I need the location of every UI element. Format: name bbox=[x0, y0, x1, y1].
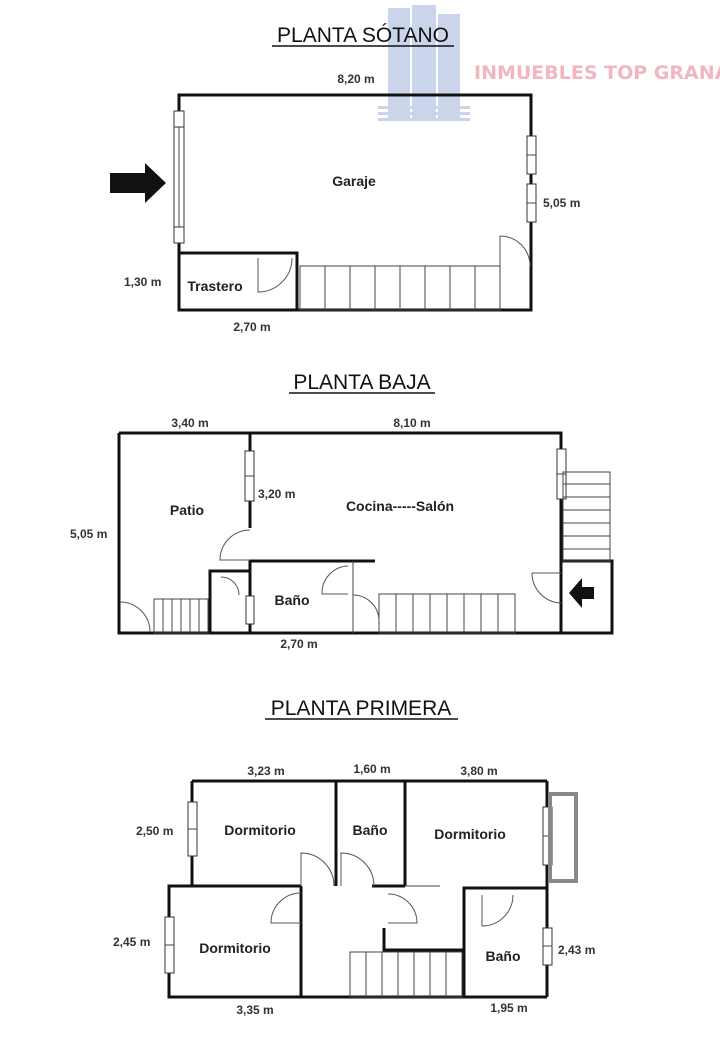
primera-title: PLANTA PRIMERA bbox=[271, 697, 452, 720]
dim-primera-bottom-a: 3,35 m bbox=[236, 1003, 273, 1017]
trastero-wall bbox=[179, 251, 299, 310]
room-bano-2: Baño bbox=[486, 948, 521, 964]
primera-dorm3-door bbox=[270, 892, 302, 924]
dim-primera-top-c: 3,80 m bbox=[460, 764, 497, 778]
room-bano-baja: Baño bbox=[275, 592, 310, 608]
room-dormitorio-2: Dormitorio bbox=[434, 826, 506, 842]
baja-plan bbox=[117, 431, 614, 635]
sotano-title: PLANTA SÓTANO bbox=[277, 24, 449, 47]
sotano-stair-door bbox=[499, 235, 531, 267]
dim-sotano-bottom: 2,70 m bbox=[233, 320, 270, 334]
dim-baja-bottom: 2,70 m bbox=[280, 637, 317, 651]
primera-stairs bbox=[349, 951, 463, 998]
primera-plan bbox=[164, 779, 578, 999]
arrow-right-icon bbox=[110, 163, 166, 203]
baja-title: PLANTA BAJA bbox=[293, 371, 430, 394]
room-cocina-salon: Cocina-----Salón bbox=[346, 498, 454, 514]
dim-primera-left-bottom: 2,45 m bbox=[113, 935, 150, 949]
room-trastero: Trastero bbox=[187, 278, 242, 294]
baja-exterior-stairs bbox=[562, 471, 611, 562]
watermark-text: INMUEBLES TOP GRANADA bbox=[474, 62, 720, 84]
primera-balcony bbox=[548, 792, 578, 883]
dim-baja-top-left: 3,40 m bbox=[171, 416, 208, 430]
dim-sotano-left: 1,30 m bbox=[124, 275, 161, 289]
dim-primera-top-b: 1,60 m bbox=[353, 762, 390, 776]
dim-primera-right: 2,43 m bbox=[558, 943, 595, 957]
watermark-logo bbox=[378, 5, 470, 121]
baja-patio-door bbox=[219, 529, 251, 561]
primera-dorm1-door bbox=[300, 852, 335, 887]
room-bano-1: Baño bbox=[353, 822, 388, 838]
primera-dorm2-door bbox=[387, 893, 418, 924]
dim-baja-patio-inner: 3,20 m bbox=[258, 487, 295, 501]
trastero-door bbox=[257, 257, 293, 293]
dim-primera-bottom-b: 1,95 m bbox=[490, 1001, 527, 1015]
room-patio: Patio bbox=[170, 502, 204, 518]
room-garaje: Garaje bbox=[332, 173, 376, 189]
dim-primera-left-top: 2,50 m bbox=[136, 824, 173, 838]
baja-window-bano bbox=[245, 595, 255, 625]
baja-exterior-patio-door bbox=[119, 601, 151, 633]
primera-bano1-door bbox=[340, 852, 375, 887]
dim-baja-top-right: 8,10 m bbox=[393, 416, 430, 430]
dim-primera-top-a: 3,23 m bbox=[247, 764, 284, 778]
sotano-plan bbox=[173, 93, 537, 312]
room-dormitorio-1: Dormitorio bbox=[224, 822, 296, 838]
dim-baja-left: 5,05 m bbox=[70, 527, 107, 541]
arrow-left-icon bbox=[569, 578, 594, 608]
dim-sotano-right: 5,05 m bbox=[543, 196, 580, 210]
dim-sotano-top: 8,20 m bbox=[337, 72, 374, 86]
baja-bano-door bbox=[321, 565, 349, 595]
baja-entrance-door bbox=[531, 572, 562, 604]
room-dormitorio-3: Dormitorio bbox=[199, 940, 271, 956]
primera-bano2-door bbox=[481, 894, 514, 927]
